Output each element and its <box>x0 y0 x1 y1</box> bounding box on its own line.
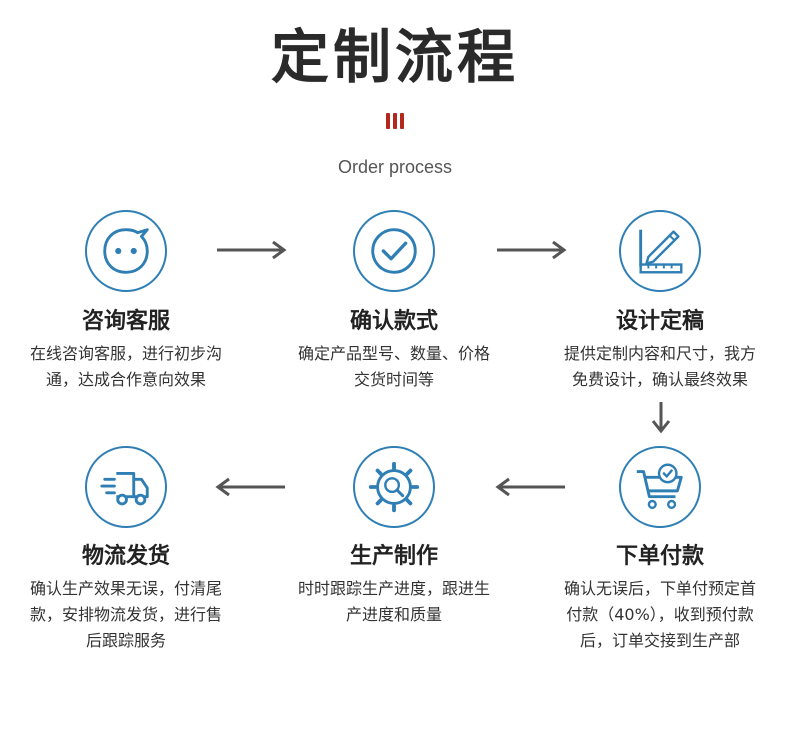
step-5-circle <box>353 446 435 528</box>
design-ruler-pen-icon <box>639 229 683 274</box>
step-1-title: 咨询客服 <box>81 309 170 334</box>
step-3-circle <box>619 210 701 292</box>
chat-bubble-icon <box>103 228 149 274</box>
step-6-desc: 确认生产效果无误，付清尾 款，安排物流发货，进行售 后跟踪服务 <box>29 579 222 650</box>
step-4-circle <box>619 446 701 528</box>
arrow-down <box>651 402 671 434</box>
page-subtitle: Order process <box>337 157 453 177</box>
step-3-title: 设计定稿 <box>615 309 704 334</box>
step-2-title: 确认款式 <box>349 309 438 334</box>
title-decoration <box>386 113 404 129</box>
checkmark-icon <box>371 228 417 274</box>
arrow-left-1 <box>495 477 565 497</box>
delivery-truck-icon <box>100 472 149 506</box>
shopping-cart-check-icon <box>636 463 683 509</box>
step-1-desc: 在线咨询客服，进行初步沟 通，达成合作意向效果 <box>29 344 222 389</box>
step-4-desc: 确认无误后，下单付预定首 付款（40%），收到预付款 后，订单交接到生产部 <box>563 579 756 650</box>
gear-search-icon <box>368 461 420 513</box>
step-2-circle <box>353 210 435 292</box>
step-5-desc: 时时跟踪生产进度，跟进生 产进度和质量 <box>297 579 490 624</box>
step-1-circle <box>85 210 167 292</box>
step-6-title: 物流发货 <box>81 544 170 569</box>
arrow-right-1 <box>217 240 287 260</box>
arrow-right-2 <box>497 240 567 260</box>
step-2-desc: 确定产品型号、数量、价格 交货时间等 <box>297 344 490 389</box>
arrow-left-2 <box>215 477 285 497</box>
step-6-circle <box>85 446 167 528</box>
page-title: 定制流程 <box>270 23 519 91</box>
step-5-title: 生产制作 <box>349 544 438 569</box>
step-4-title: 下单付款 <box>615 544 704 569</box>
step-3-desc: 提供定制内容和尺寸，我方 免费设计，确认最终效果 <box>563 344 756 389</box>
